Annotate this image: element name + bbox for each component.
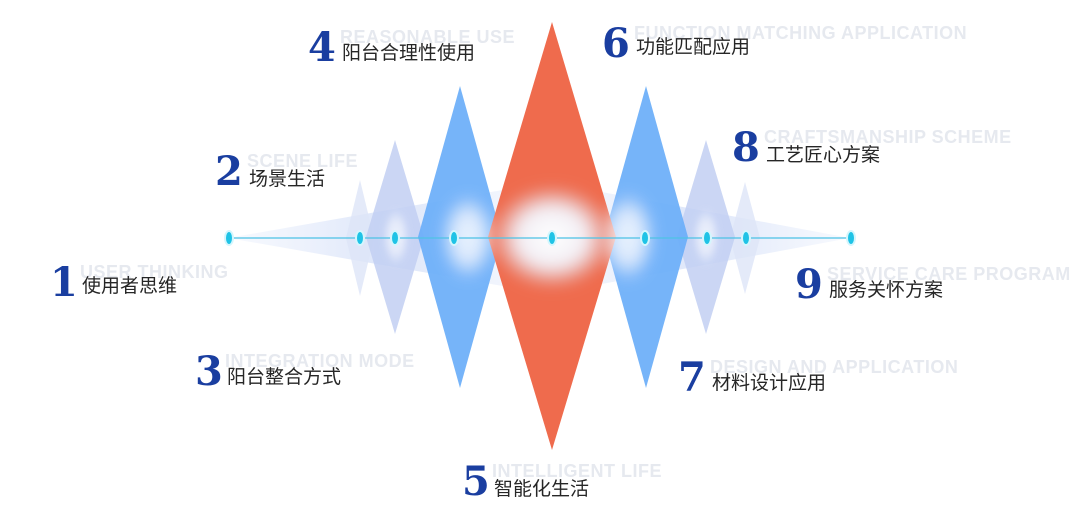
glow-band-left	[440, 193, 496, 281]
step-number: 7	[678, 354, 706, 401]
node	[355, 230, 365, 246]
step-english: SERVICE CARE PROGRAM	[827, 264, 1071, 284]
step-title: 场景生活	[249, 168, 326, 190]
step-number: 1	[50, 259, 78, 306]
step-english: CRAFTSMANSHIP SCHEME	[764, 127, 1012, 147]
node	[547, 230, 557, 246]
step-number: 2	[215, 148, 243, 195]
node	[640, 230, 650, 246]
node	[741, 230, 751, 246]
step-title: 服务关怀方案	[829, 279, 944, 301]
step-english: INTEGRATION MODE	[225, 351, 415, 371]
node	[846, 230, 856, 246]
step-title: 阳台合理性使用	[342, 42, 476, 64]
step-english: INTELLIGENT LIFE	[492, 461, 662, 481]
step-number: 8	[732, 124, 760, 171]
step-english: USER THINKING	[80, 262, 229, 282]
step-english: FUNCTION MATCHING APPLICATION	[634, 23, 968, 43]
node	[449, 230, 459, 246]
step-number: 3	[195, 348, 223, 395]
step-title: 使用者思维	[82, 275, 178, 297]
step-title: 智能化生活	[494, 478, 590, 500]
node	[224, 230, 234, 246]
step-title: 阳台整合方式	[227, 366, 342, 388]
step-number: 4	[308, 24, 336, 71]
step-title: 材料设计应用	[712, 372, 827, 394]
step-english: SCENE LIFE	[247, 151, 359, 171]
step-english: REASONABLE USE	[340, 27, 516, 47]
step-title: 功能匹配应用	[636, 36, 751, 58]
step-english: DESIGN AND APPLICATION	[710, 357, 959, 377]
node	[390, 230, 400, 246]
glow-band-right	[600, 191, 656, 283]
step-number: 5	[462, 458, 490, 505]
step-number: 6	[602, 20, 630, 67]
step-number: 9	[795, 261, 823, 308]
step-title: 工艺匠心方案	[766, 144, 881, 166]
node	[702, 230, 712, 246]
